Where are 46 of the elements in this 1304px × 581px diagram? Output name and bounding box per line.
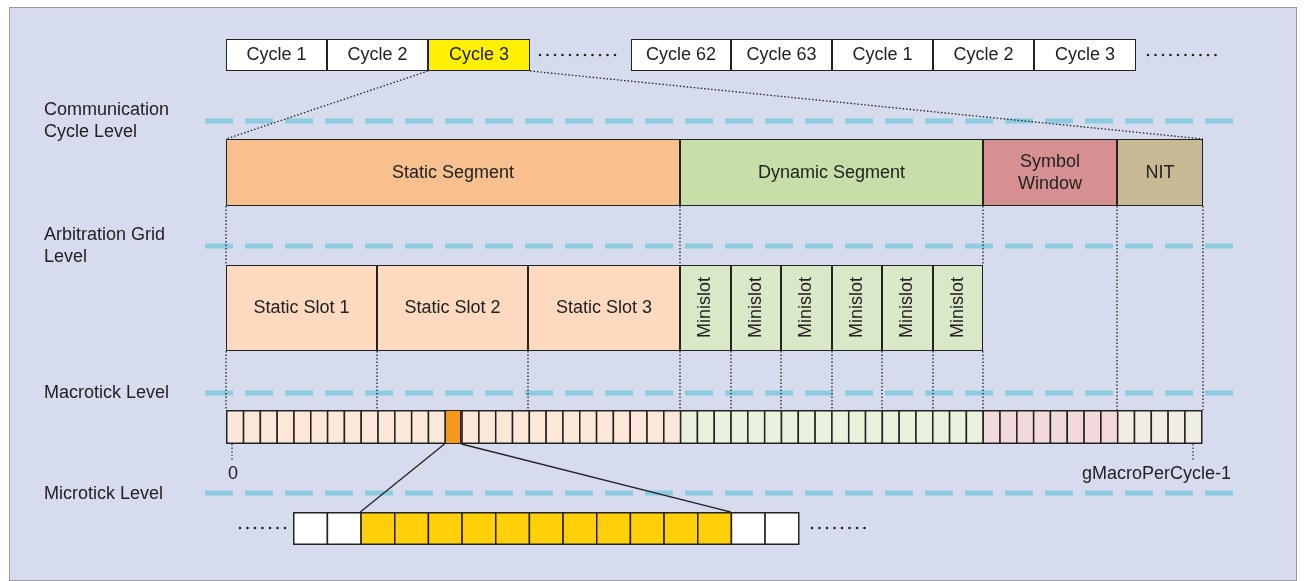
slot-box: Static Slot 3	[528, 265, 680, 351]
segment-box: Static Segment	[226, 139, 680, 206]
zoom-line	[529, 70, 1204, 140]
tick-label: gMacroPerCycle-1	[1082, 463, 1232, 485]
alignment-line	[225, 350, 227, 411]
alignment-line	[780, 350, 782, 411]
level-label: Arbitration Grid Level	[44, 224, 167, 268]
cycle-box: Cycle 2	[933, 39, 1034, 71]
cycle-box: Cycle 1	[832, 39, 933, 71]
segment-box: Dynamic Segment	[680, 139, 983, 206]
minislot-box: Minislot	[831, 265, 882, 351]
zoom-line	[225, 70, 429, 140]
alignment-line	[1202, 205, 1204, 411]
cycle-box: Cycle 3	[428, 39, 530, 71]
alignment-line	[881, 350, 883, 411]
alignment-line	[225, 205, 227, 266]
alignment-line	[376, 350, 378, 411]
minislot-box: Minislot	[882, 265, 933, 351]
level-label: Macrotick Level	[44, 382, 170, 404]
alignment-line	[679, 350, 681, 411]
cycle-box: Cycle 2	[327, 39, 428, 71]
minislot-box: Minislot	[932, 265, 983, 351]
tick-label: 0	[228, 463, 238, 485]
slot-box: Static Slot 2	[377, 265, 528, 351]
level-label: Communication Cycle Level	[44, 99, 171, 143]
alignment-line	[831, 350, 833, 411]
cycle-box: Cycle 63	[731, 39, 832, 71]
level-label: Microtick Level	[44, 483, 164, 505]
alignment-line	[982, 205, 984, 266]
minislot-box: Minislot	[781, 265, 832, 351]
alignment-line	[679, 205, 681, 266]
slot-box: Static Slot 1	[226, 265, 377, 351]
cycle-box: Cycle 62	[631, 39, 731, 71]
zoom-line	[359, 443, 446, 513]
alignment-line	[982, 350, 984, 411]
alignment-line	[527, 350, 529, 411]
cycle-box: Cycle 1	[226, 39, 327, 71]
cycle-box: Cycle 3	[1034, 39, 1136, 71]
segment-box: Symbol Window	[983, 139, 1117, 206]
segment-box: NIT	[1117, 139, 1203, 206]
alignment-line	[932, 350, 934, 411]
alignment-line	[1116, 205, 1118, 411]
minislot-box: Minislot	[680, 265, 731, 351]
alignment-line	[730, 350, 732, 411]
zoom-line	[460, 443, 732, 513]
minislot-box: Minislot	[730, 265, 781, 351]
